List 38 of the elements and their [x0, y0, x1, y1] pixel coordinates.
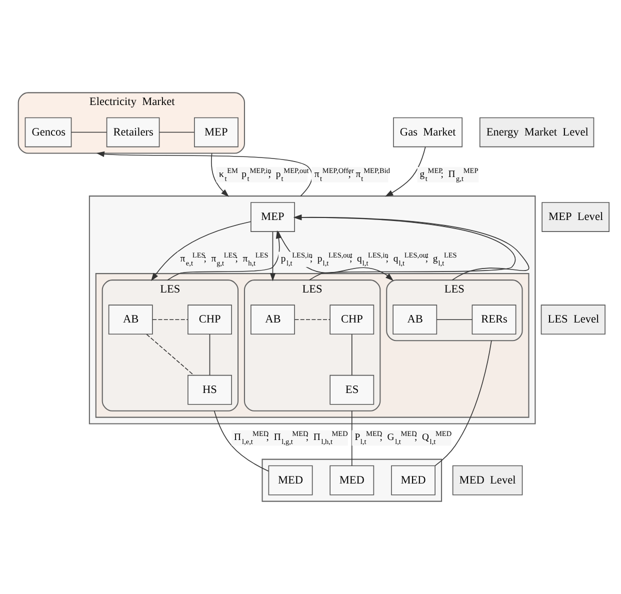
connector [158, 132, 195, 133]
node-box: MEP [250, 202, 295, 232]
node-box: Gas Market [393, 117, 463, 148]
node-box: MEP Level [542, 202, 610, 232]
node-box: MED [391, 465, 436, 496]
connector [152, 319, 188, 320]
connector [436, 319, 473, 320]
node-box: Energy Market Level [479, 117, 594, 148]
node-box: AB [108, 304, 153, 335]
node-box: Gencos [24, 117, 72, 148]
node-box: Retailers [106, 117, 160, 148]
connector [351, 410, 352, 466]
node-box: CHP [330, 304, 374, 335]
node-box: MED [268, 465, 313, 496]
connector [434, 340, 492, 466]
node-box: AB [250, 304, 295, 335]
connector [351, 334, 352, 376]
node-box: MED [330, 465, 374, 496]
node-box: CHP [188, 304, 232, 335]
node-box: MED Level [452, 465, 523, 496]
connector [71, 132, 107, 133]
node-box: RERs [472, 304, 516, 335]
arrow [211, 152, 230, 197]
cluster [88, 196, 536, 424]
cluster [262, 458, 442, 502]
arrow [151, 221, 252, 282]
node-box: MEP [194, 117, 238, 148]
arrow [96, 151, 313, 196]
connector [209, 334, 210, 376]
arrow [167, 230, 282, 280]
connector [294, 319, 330, 320]
connector [146, 334, 194, 376]
node-box: AB [392, 304, 438, 335]
arrow [385, 146, 426, 197]
node-box: ES [330, 374, 374, 405]
arrow [270, 231, 276, 282]
node-box: HS [188, 374, 232, 405]
node-box: LES Level [540, 304, 606, 335]
